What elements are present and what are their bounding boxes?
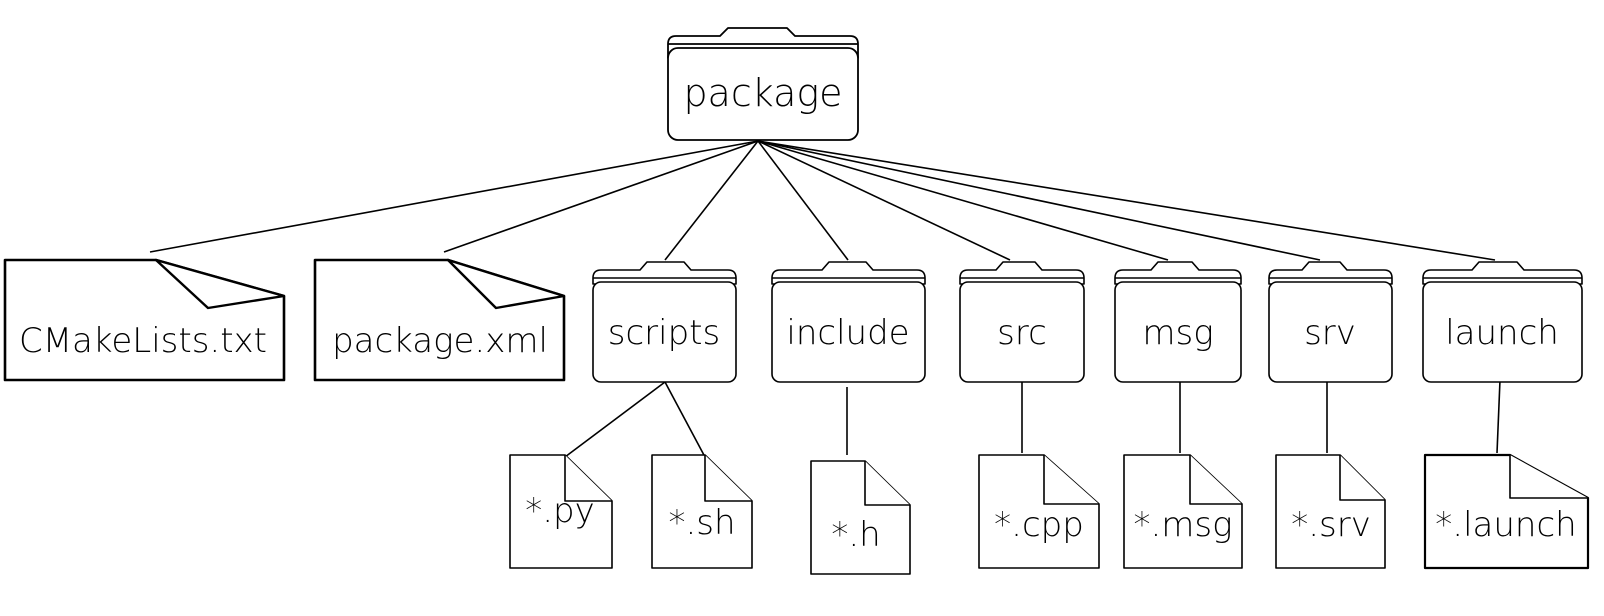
- file-srv[interactable]: *.srv: [1275, 454, 1386, 569]
- file-label: *.h: [831, 515, 880, 555]
- file-label: *.cpp: [994, 505, 1084, 545]
- folder-label: scripts: [608, 313, 720, 353]
- connectors: [149, 140, 1501, 458]
- file-icon: [313, 258, 566, 382]
- file-label: package.xml: [332, 321, 548, 361]
- folded-corner-icon: [1043, 455, 1099, 505]
- edge-scripts-py: [564, 381, 666, 458]
- folded-corner-icon: [564, 455, 612, 502]
- edge-package-packagexml: [443, 140, 759, 253]
- edge-package-include: [757, 140, 849, 261]
- folder-icon: [771, 261, 926, 383]
- file-label: *.srv: [1291, 505, 1371, 545]
- folder-src[interactable]: src: [959, 261, 1085, 383]
- file-label: CMakeLists.txt: [19, 321, 267, 361]
- file-cmakelists[interactable]: CMakeLists.txt: [3, 258, 286, 382]
- folded-corner-icon: [864, 461, 910, 506]
- folder-label: package: [683, 71, 842, 115]
- file-py[interactable]: *.py: [509, 454, 613, 569]
- file-cpp[interactable]: *.cpp: [978, 454, 1100, 569]
- folded-corner-icon: [446, 258, 566, 310]
- folder-icon: [959, 261, 1085, 383]
- file-label: *.py: [525, 491, 595, 531]
- folded-corner-icon: [704, 455, 752, 502]
- file-label: *.msg: [1133, 505, 1232, 545]
- folder-scripts[interactable]: scripts: [592, 261, 737, 383]
- folder-icon: [1114, 261, 1242, 383]
- folder-msg[interactable]: msg: [1114, 261, 1242, 383]
- edge-package-src: [757, 140, 1011, 261]
- folder-label: src: [997, 313, 1047, 353]
- folder-launch[interactable]: launch: [1422, 261, 1583, 383]
- file-icon: [3, 258, 286, 382]
- file-h[interactable]: *.h: [810, 460, 911, 575]
- edge-package-cmakelists: [149, 140, 759, 253]
- folded-corner-icon: [1339, 455, 1385, 501]
- folded-corner-icon: [1509, 455, 1588, 499]
- folder-include[interactable]: include: [771, 261, 926, 383]
- edge-package-launch: [757, 140, 1496, 261]
- file-package-xml[interactable]: package.xml: [313, 258, 566, 382]
- folder-label: launch: [1445, 313, 1559, 353]
- folder-package[interactable]: package: [667, 27, 859, 141]
- folder-icon: [1422, 261, 1583, 383]
- folded-corner-icon: [154, 258, 286, 310]
- edge-package-msg: [757, 140, 1169, 261]
- file-label: *.launch: [1435, 505, 1576, 545]
- file-label: *.sh: [668, 503, 735, 543]
- folder-icon: [592, 261, 737, 383]
- folder-label: msg: [1142, 313, 1213, 353]
- folder-icon: [1268, 261, 1393, 383]
- folder-icon: [667, 27, 859, 141]
- folder-label: include: [786, 313, 909, 353]
- edge-package-scripts: [664, 140, 759, 261]
- file-launch[interactable]: *.launch: [1423, 453, 1590, 570]
- edge-launch-launch: [1496, 379, 1501, 454]
- folder-srv[interactable]: srv: [1268, 261, 1393, 383]
- file-sh[interactable]: *.sh: [651, 454, 753, 569]
- file-msg[interactable]: *.msg: [1123, 454, 1243, 569]
- folded-corner-icon: [1189, 455, 1242, 505]
- edge-package-srv: [757, 140, 1321, 261]
- edge-scripts-sh: [664, 381, 706, 458]
- folder-label: srv: [1304, 313, 1356, 353]
